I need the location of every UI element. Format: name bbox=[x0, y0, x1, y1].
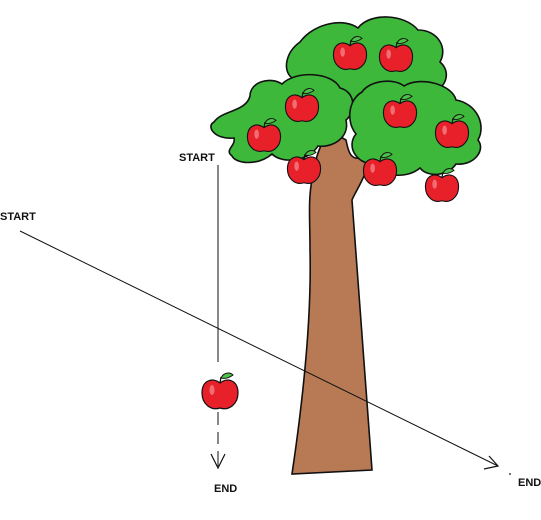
vertical-end-label: END bbox=[214, 483, 237, 495]
vertical-path: START END bbox=[179, 152, 239, 495]
diagonal-path: START END bbox=[0, 211, 541, 489]
tree-trunk bbox=[291, 131, 374, 475]
arrow-head-icon bbox=[483, 455, 500, 470]
vertical-start-label: START bbox=[179, 152, 215, 164]
falling-apple-icon bbox=[201, 372, 239, 410]
tree-foliage bbox=[210, 16, 482, 176]
arrow-head-icon bbox=[210, 453, 226, 470]
end-dot bbox=[509, 473, 511, 475]
diagonal-start-label: START bbox=[0, 211, 36, 223]
diagonal-path-line bbox=[19, 230, 499, 467]
diagonal-end-label: END bbox=[518, 477, 541, 489]
